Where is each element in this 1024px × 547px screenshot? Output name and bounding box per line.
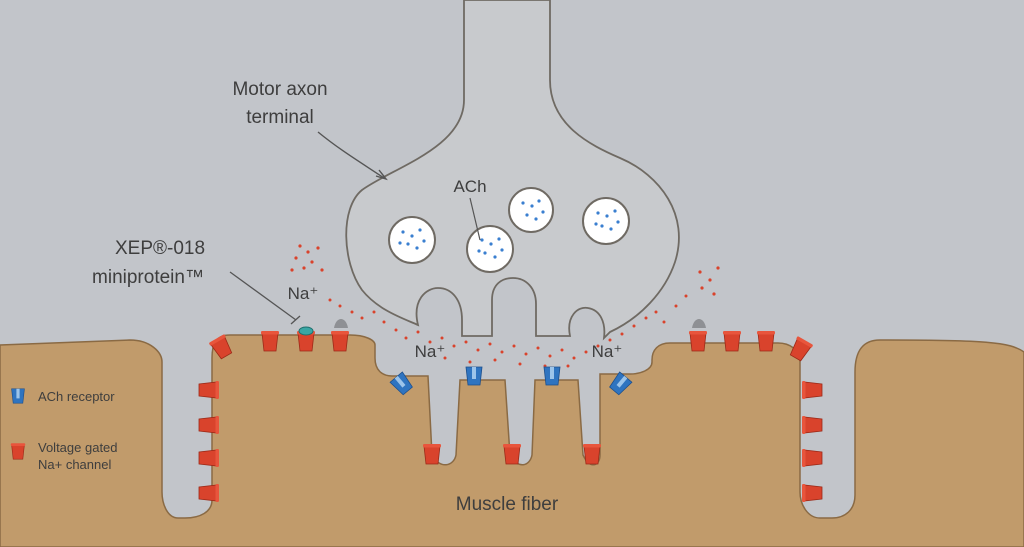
legend-vg-line2: Na+ channel	[38, 457, 111, 472]
label-axon-line1: Motor axon	[232, 79, 327, 100]
label-na-cleft-left: Na⁺	[415, 342, 446, 361]
legend-vg-line1: Voltage gated	[38, 440, 118, 455]
label-ach: ACh	[453, 177, 486, 196]
vesicle	[388, 216, 436, 264]
legend-ach-receptor: ACh receptor	[38, 389, 115, 404]
unbound-miniprotein	[334, 319, 706, 328]
xep-miniprotein-bound	[298, 326, 314, 336]
legend: ACh receptor Voltage gated Na+ channel	[10, 388, 118, 472]
vesicle	[582, 197, 630, 245]
label-muscle-fiber: Muscle fiber	[456, 494, 559, 515]
sodium-ions	[290, 244, 720, 368]
label-na-cleft-right: Na⁺	[592, 342, 623, 361]
axon-pointer-arrow	[317, 131, 385, 179]
xep-pointer-line	[229, 271, 297, 321]
label-na-left: Na⁺	[288, 284, 319, 303]
vesicle	[466, 225, 514, 273]
label-axon-line2: terminal	[246, 107, 314, 128]
label-xep-line1: XEP®-018	[115, 238, 205, 259]
muscle-fiber	[0, 334, 1024, 547]
ach-pointer	[469, 197, 481, 241]
na-channel-legend-icon	[10, 442, 26, 460]
label-xep-line2: miniprotein™	[92, 267, 204, 288]
vesicle	[508, 187, 554, 233]
ach-receptor-legend-icon	[11, 388, 25, 404]
